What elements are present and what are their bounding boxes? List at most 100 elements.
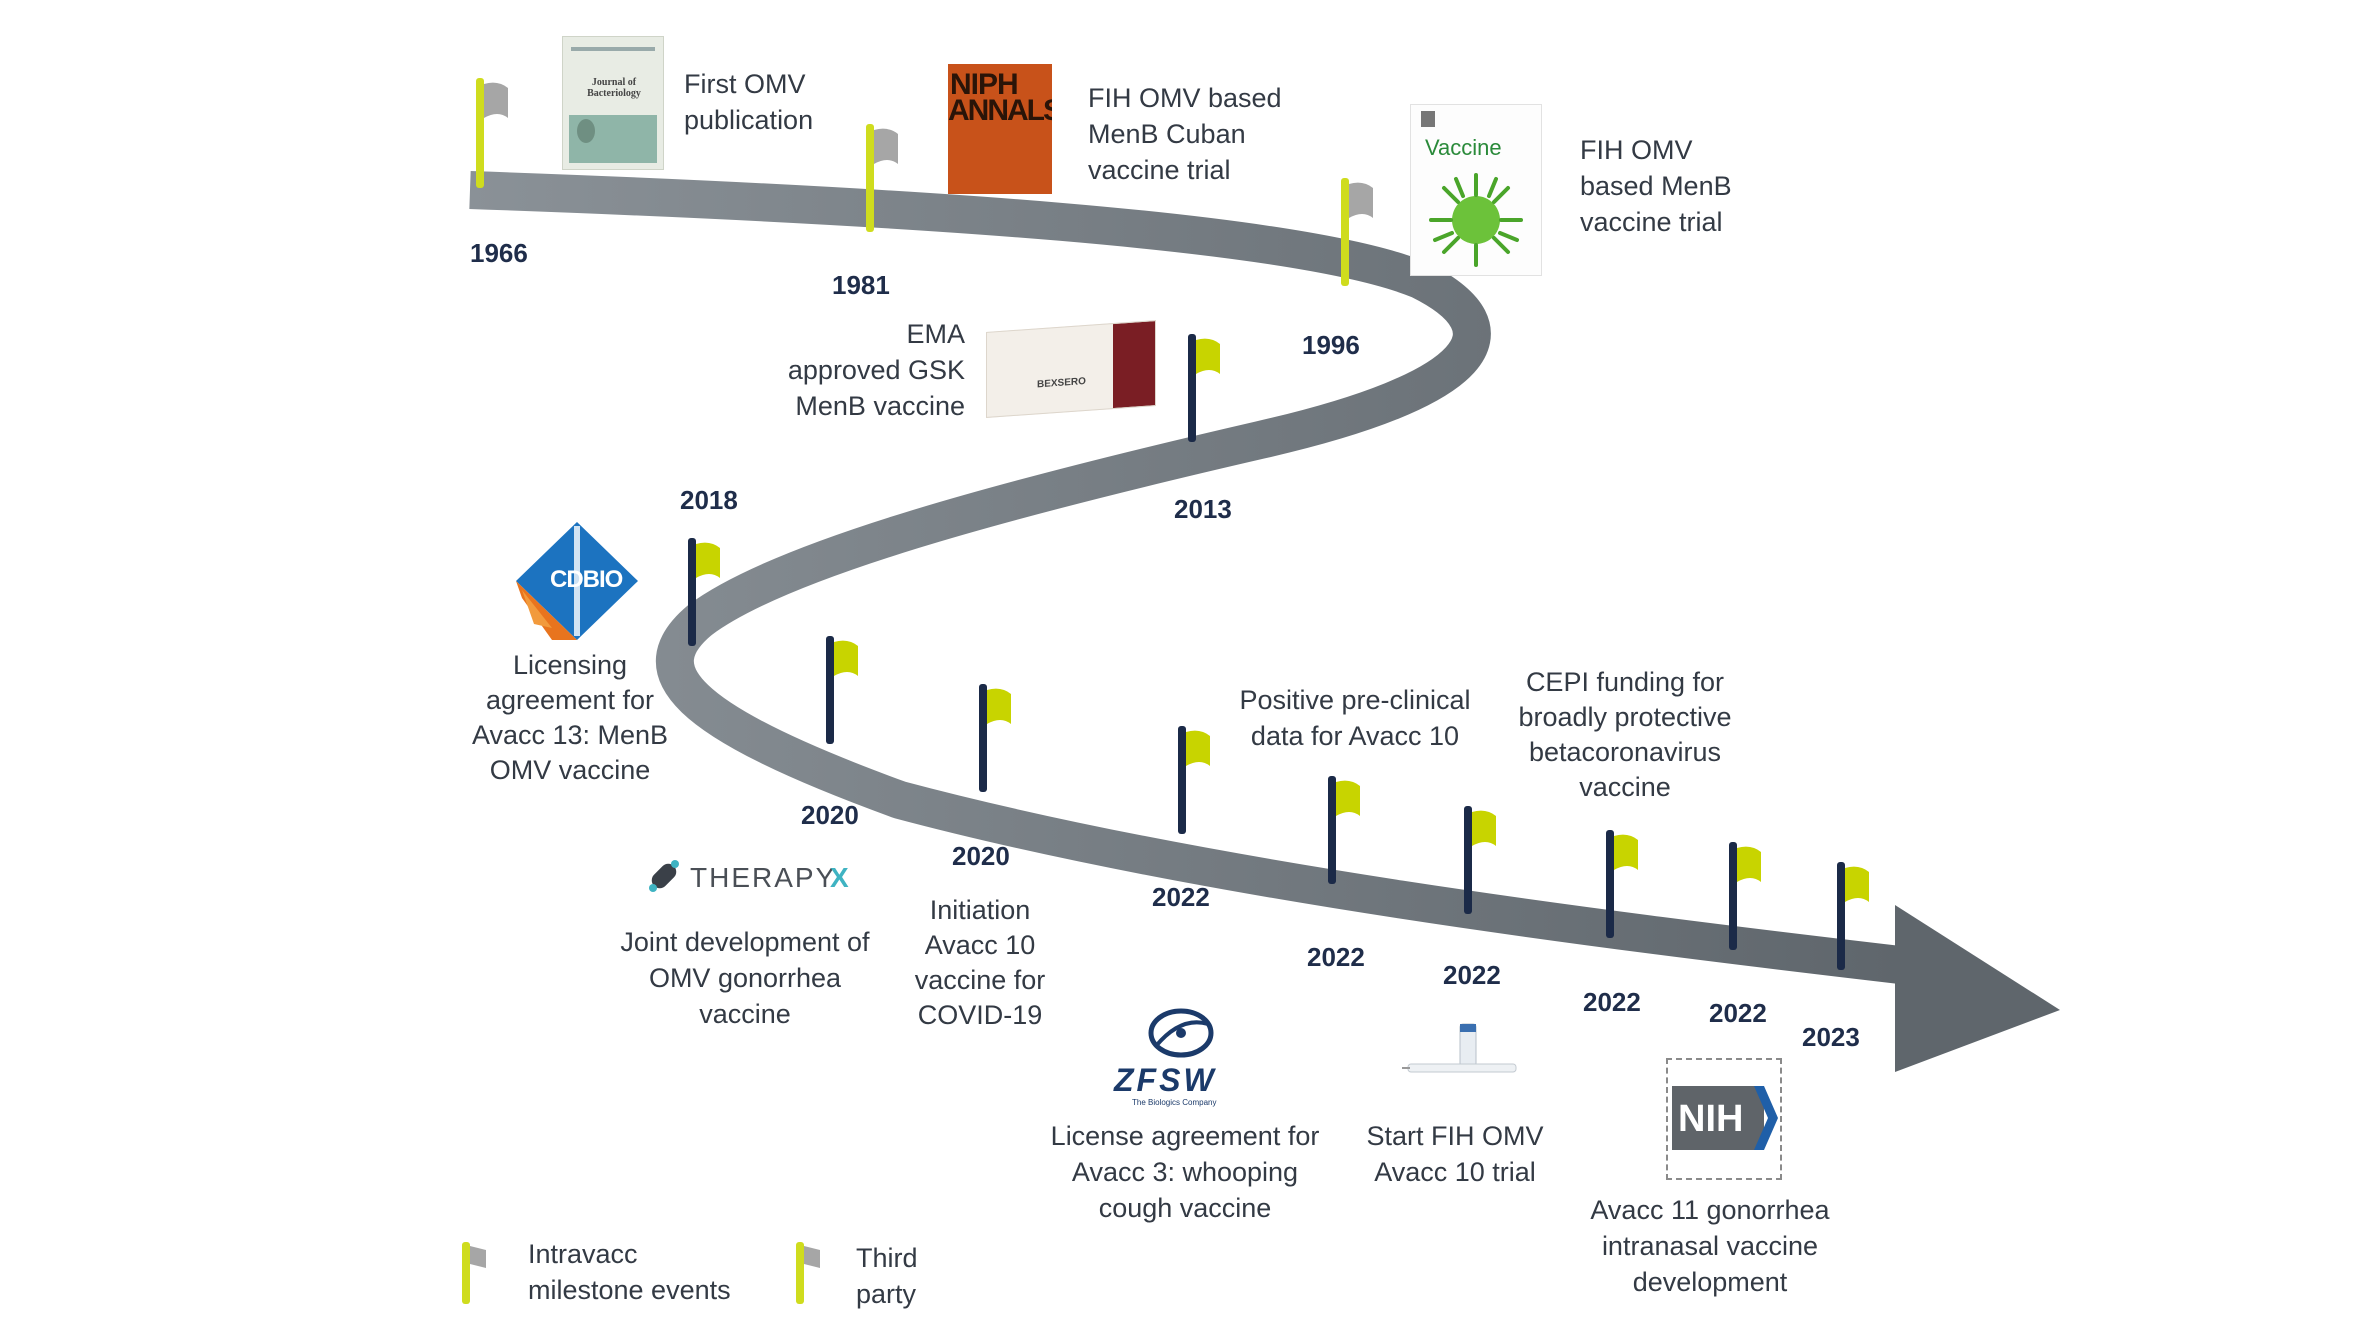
niph-title-top: NIPH xyxy=(950,68,1019,101)
legend-third-party-flag-pole xyxy=(796,1242,804,1304)
year-label-2018: 2018 xyxy=(680,485,738,515)
flag-2022a xyxy=(1178,726,1210,834)
year-label-2023: 2023 xyxy=(1802,1022,1860,1052)
journal-title: Journal of Bacteriology xyxy=(587,77,641,99)
flag-2023-pole xyxy=(1837,862,1845,970)
year-label-1996: 1996 xyxy=(1302,330,1360,360)
flag-1996-cloth xyxy=(1349,182,1373,218)
legend-intravacc-flag-pole xyxy=(462,1242,470,1304)
therapyx-text: THERAPY xyxy=(690,862,837,893)
flag-2018-pole xyxy=(688,538,696,646)
cdbio-text: CDBIO xyxy=(550,566,623,593)
road-body xyxy=(469,171,1903,984)
year-label-2022d: 2022 xyxy=(1583,987,1641,1017)
cdbio-logo: CDBIO xyxy=(512,518,642,644)
year-label-2022a: 2022 xyxy=(1152,882,1210,912)
flag-2022e-pole xyxy=(1729,842,1737,950)
flag-2022d-cloth xyxy=(1614,834,1638,870)
zfsw-logo: ZFSW The Biologics Company xyxy=(1110,1006,1250,1110)
therapyx-pill-icon xyxy=(649,860,679,892)
year-label-2013: 2013 xyxy=(1174,494,1232,524)
flag-1966-pole xyxy=(476,78,484,188)
flag-2023 xyxy=(1837,862,1869,970)
legend-third-party-flag-cloth xyxy=(804,1246,820,1268)
flag-2018-cloth xyxy=(696,542,720,578)
journal-cover-image: Journal of Bacteriology xyxy=(562,36,664,170)
zfsw-swirl-icon xyxy=(1148,1008,1214,1058)
zfsw-text: ZFSW xyxy=(1114,1062,1217,1098)
legend-intravacc-flag xyxy=(462,1242,486,1304)
year-label-2020a: 2020 xyxy=(801,800,859,830)
flag-1981 xyxy=(866,124,898,232)
flag-2020b-pole xyxy=(979,684,987,792)
flag-1966 xyxy=(476,78,508,188)
therapyx-x: X xyxy=(830,862,849,893)
legend-third-party-flag xyxy=(796,1242,820,1304)
year-label-2022b: 2022 xyxy=(1307,942,1365,972)
year-label-2022c: 2022 xyxy=(1443,960,1501,990)
nih-chevron-icon xyxy=(1754,1086,1778,1150)
flag-2022e-cloth xyxy=(1737,846,1761,882)
flag-2022c-pole xyxy=(1464,806,1472,914)
flag-1981-pole xyxy=(866,124,874,232)
flag-2020a-pole xyxy=(826,636,834,744)
road-arrowhead xyxy=(1895,905,2060,1072)
therapyx-logo: THERAPY X xyxy=(644,856,854,896)
vaccine-journal-cover-image: Vaccine xyxy=(1410,104,1542,276)
year-label-1981: 1981 xyxy=(832,270,890,300)
bexsero-box-image: BEXSERO xyxy=(986,320,1156,418)
flag-2022c xyxy=(1464,806,1496,914)
flag-2018 xyxy=(688,538,720,646)
zfsw-subtext: The Biologics Company xyxy=(1132,1098,1217,1107)
niph-annals-cover-image: NIPH ANNALS xyxy=(948,64,1052,194)
flag-2022b xyxy=(1328,776,1360,884)
flag-2023-cloth xyxy=(1845,866,1869,902)
syringe-vial-image xyxy=(1402,1023,1517,1073)
flag-2022d xyxy=(1606,830,1638,938)
flag-2020b-cloth xyxy=(987,688,1011,724)
flag-1966-cloth xyxy=(484,82,508,118)
legend-flags xyxy=(462,1242,820,1304)
flag-1996-pole xyxy=(1341,178,1349,286)
flag-2022c-cloth xyxy=(1472,810,1496,846)
flag-2022e xyxy=(1729,842,1761,950)
flags-group xyxy=(476,78,1869,970)
flag-1996 xyxy=(1341,178,1373,286)
flag-2022b-pole xyxy=(1328,776,1336,884)
flag-1981-cloth xyxy=(874,128,898,164)
virus-icon xyxy=(1429,173,1523,267)
flag-2022a-cloth xyxy=(1186,730,1210,766)
bexsero-label: BEXSERO xyxy=(1037,375,1086,391)
nih-logo: NIH xyxy=(1666,1058,1782,1180)
year-label-2022e: 2022 xyxy=(1709,998,1767,1028)
cdbio-diamond-icon xyxy=(516,522,638,640)
flag-2020b xyxy=(979,684,1011,792)
niph-title-bottom: ANNALS xyxy=(948,94,1052,127)
flag-2013 xyxy=(1188,334,1220,442)
vaccine-title: Vaccine xyxy=(1425,135,1502,160)
nih-text: NIH xyxy=(1678,1098,1744,1140)
flag-2022b-cloth xyxy=(1336,780,1360,816)
flag-2022d-pole xyxy=(1606,830,1614,938)
flag-2020a xyxy=(826,636,858,744)
flag-2013-pole xyxy=(1188,334,1196,442)
flag-2013-cloth xyxy=(1196,338,1220,374)
flag-2020a-cloth xyxy=(834,640,858,676)
legend-intravacc-flag-cloth xyxy=(470,1246,486,1268)
flag-2022a-pole xyxy=(1178,726,1186,834)
